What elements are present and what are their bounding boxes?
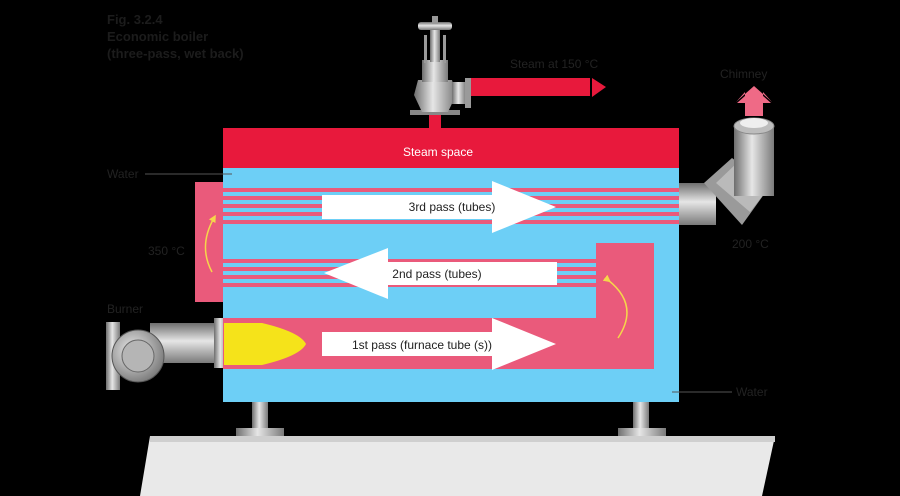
- boiler-foot-right: [618, 400, 666, 436]
- burner-assembly: [106, 318, 228, 390]
- steam-outlet-arrow: [592, 78, 606, 97]
- steam-valve: [410, 16, 471, 130]
- flame: [224, 323, 306, 365]
- pass2-label: 2nd pass (tubes): [392, 267, 481, 281]
- pass1-arrow: [322, 318, 556, 370]
- front-turn-arrow: [204, 214, 216, 273]
- chimney-flue-pipe: [676, 117, 775, 225]
- exit-temp-label: 200 °C: [732, 237, 769, 251]
- steam-out-label: Steam at 150 °C: [510, 57, 599, 71]
- back-temp-label: 350 °C: [148, 244, 185, 258]
- ground-shadow: [150, 436, 775, 442]
- steam-outlet-pipe: [471, 78, 583, 96]
- boiler-foot-left: [236, 400, 284, 436]
- figure-subtitle: (three-pass, wet back): [107, 46, 244, 61]
- pass3-arrow: [322, 181, 556, 233]
- pass2-arrow: [324, 248, 557, 299]
- pass1-label: 1st pass (furnace tube (s)): [352, 338, 492, 352]
- steam-space: [223, 128, 679, 168]
- water-top-label: Water: [107, 167, 139, 181]
- steam-space-label: Steam space: [403, 145, 473, 159]
- burner-label: Burner: [107, 302, 143, 316]
- ground: [140, 436, 775, 496]
- figure-number: Fig. 3.2.4: [107, 12, 163, 27]
- figure-caption: Fig. 3.2.4 Economic boiler (three-pass, …: [107, 11, 244, 62]
- front-smokebox: [195, 182, 223, 302]
- pass3-label: 3rd pass (tubes): [409, 200, 496, 214]
- water-bottom-label: Water: [736, 385, 768, 399]
- rear-turn-arrow: [602, 274, 628, 339]
- chimney-label: Chimney: [720, 67, 767, 81]
- figure-title: Economic boiler: [107, 29, 209, 44]
